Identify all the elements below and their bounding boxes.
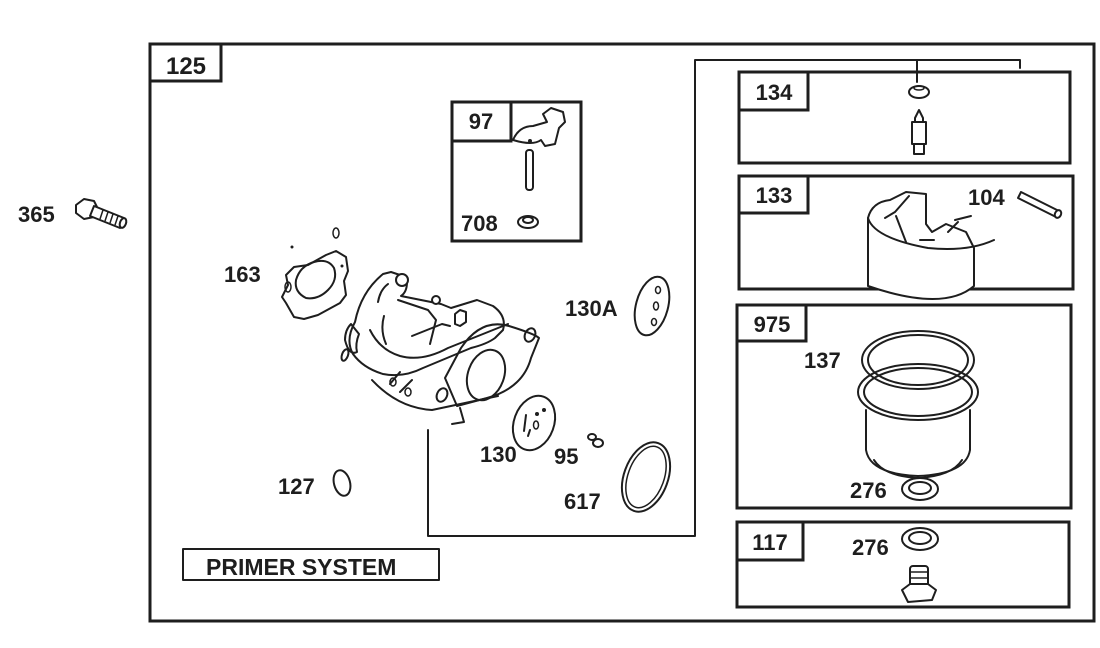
subkit-97-label-box [452, 102, 513, 143]
part-label-95[interactable]: 95 [554, 444, 578, 469]
kit-125-label-box [148, 42, 223, 83]
washer-276-bowl-icon[interactable] [901, 477, 939, 501]
subkit-133-label-box [739, 176, 810, 215]
part-label-276-nut[interactable]: 276 [852, 535, 889, 560]
part-label-130[interactable]: 130 [480, 442, 517, 467]
subkit-97-frame [450, 100, 583, 243]
gasket-163-icon[interactable] [281, 227, 349, 320]
kit-125-frame [148, 42, 1096, 623]
screw-95-icon[interactable] [587, 433, 604, 448]
part-label-163[interactable]: 163 [224, 262, 261, 287]
diaphragm-130A-icon[interactable] [629, 273, 675, 339]
subkit-117-label-box [737, 522, 805, 562]
subkit-117-label[interactable]: 117 [752, 530, 788, 555]
bolt-365-icon[interactable] [75, 198, 128, 229]
throttle-shaft-97-icon[interactable] [512, 107, 566, 191]
subkit-117-frame [735, 520, 1071, 609]
washer-276-nut-icon[interactable] [901, 527, 939, 551]
part-label-365[interactable]: 365 [18, 202, 55, 227]
primer-system-banner[interactable]: PRIMER SYSTEM [206, 554, 396, 580]
part-label-708[interactable]: 708 [461, 211, 498, 236]
subkit-134-frame [737, 70, 1072, 165]
subkit-975-label-box [737, 305, 808, 343]
subkit-975-frame [735, 303, 1073, 510]
part-label-104[interactable]: 104 [968, 185, 1005, 210]
o-ring-127-icon[interactable] [331, 468, 353, 497]
subkit-134-label-box [739, 72, 810, 112]
subkit-133-label[interactable]: 133 [756, 183, 793, 208]
subkit-975-label[interactable]: 975 [754, 312, 791, 337]
primer-system-banner-box [182, 548, 440, 581]
float-133-icon[interactable] [867, 191, 995, 300]
subkit-134-label[interactable]: 134 [756, 80, 793, 105]
bowl-nut-117-icon[interactable] [901, 565, 937, 603]
part-label-130A[interactable]: 130A [565, 296, 618, 321]
seal-708-icon[interactable] [517, 215, 539, 229]
part-label-276-bowl[interactable]: 276 [850, 478, 887, 503]
kit-125-label[interactable]: 125 [166, 53, 206, 80]
bowl-975-icon[interactable] [857, 330, 979, 479]
float-pin-104-icon[interactable] [1017, 191, 1063, 219]
diaphragm-130-icon[interactable] [506, 390, 563, 456]
carburetor-body-icon[interactable] [340, 271, 540, 425]
part-label-127[interactable]: 127 [278, 474, 315, 499]
o-ring-617-icon[interactable] [613, 436, 679, 519]
leader-line [427, 59, 1021, 537]
part-label-617[interactable]: 617 [564, 489, 601, 514]
subkit-97-label[interactable]: 97 [469, 109, 493, 134]
needle-seat-134-icon[interactable] [908, 85, 930, 155]
part-label-137[interactable]: 137 [804, 348, 841, 373]
